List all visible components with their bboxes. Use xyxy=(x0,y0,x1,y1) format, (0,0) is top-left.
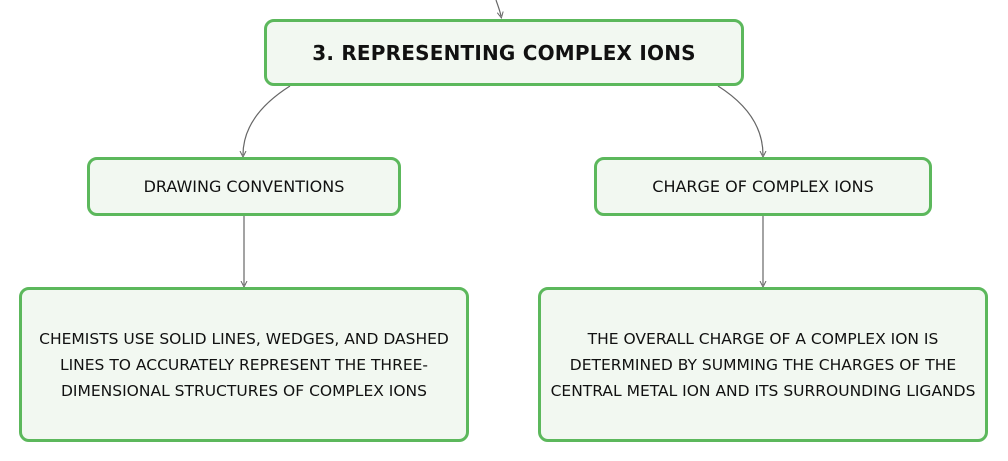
subtopic-label: CHARGE OF COMPLEX IONS xyxy=(652,177,874,196)
subtopic-node-charge-of-complex-ions[interactable]: CHARGE OF COMPLEX IONS xyxy=(594,157,932,216)
detail-node-charge-of-complex-ions[interactable]: THE OVERALL CHARGE OF A COMPLEX ION IS D… xyxy=(538,287,988,442)
detail-node-drawing-conventions[interactable]: CHEMISTS USE SOLID LINES, WEDGES, AND DA… xyxy=(19,287,469,442)
main-topic-label: 3. REPRESENTING COMPLEX IONS xyxy=(312,40,696,65)
detail-text: THE OVERALL CHARGE OF A COMPLEX ION IS D… xyxy=(550,329,976,400)
main-topic-node[interactable]: 3. REPRESENTING COMPLEX IONS xyxy=(264,19,744,86)
connector-main-to-drawing xyxy=(243,85,291,155)
subtopic-node-drawing-conventions[interactable]: DRAWING CONVENTIONS xyxy=(87,157,401,216)
detail-text: CHEMISTS USE SOLID LINES, WEDGES, AND DA… xyxy=(39,329,449,400)
subtopic-label: DRAWING CONVENTIONS xyxy=(143,177,345,196)
connector-main-to-charge xyxy=(717,85,763,155)
incoming-connector xyxy=(495,0,501,16)
